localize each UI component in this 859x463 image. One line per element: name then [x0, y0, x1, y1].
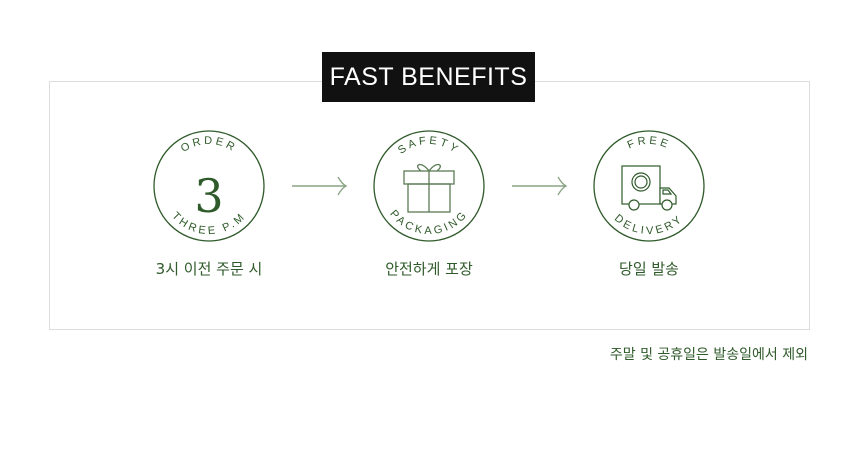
step-order: ORDER THREE P.M 3: [149, 130, 269, 250]
order-badge-icon: ORDER THREE P.M 3: [153, 130, 265, 242]
svg-text:3: 3: [194, 169, 223, 223]
svg-text:FREE: FREE: [626, 135, 673, 152]
arrow-right-icon: [512, 176, 568, 196]
free-delivery-badge: FREE DELIVERY: [593, 130, 705, 242]
weekend-exclusion-note: 주말 및 공휴일은 발송일에서 제외: [609, 347, 808, 363]
svg-text:ORDER: ORDER: [179, 135, 239, 155]
svg-text:DELIVERY: DELIVERY: [612, 212, 686, 237]
step-delivery-label: 당일 발송: [619, 260, 679, 278]
step-delivery: FREE DELIVERY: [589, 130, 709, 250]
step-packaging-label: 안전하게 포장: [385, 260, 473, 278]
safety-packaging-badge: SAFETY PACKAGING: [373, 130, 485, 242]
svg-text:SAFETY: SAFETY: [396, 135, 462, 157]
step-order-label: 3시 이전 주문 시: [155, 260, 263, 278]
step-packaging: SAFETY PACKAGING: [369, 130, 489, 250]
arrow-right-icon: [292, 176, 348, 196]
section-title: FAST BENEFITS: [322, 52, 535, 102]
truck-icon: [621, 165, 677, 211]
gift-box-icon: [403, 163, 455, 213]
